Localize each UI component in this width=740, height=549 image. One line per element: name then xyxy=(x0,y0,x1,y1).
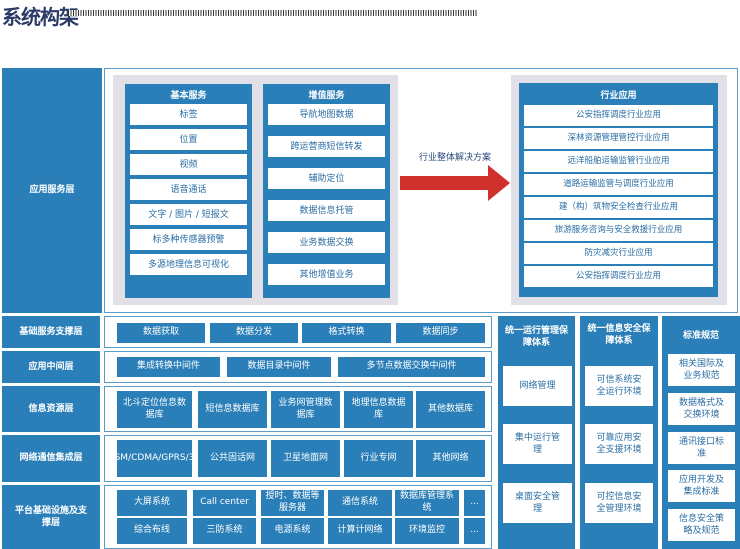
standard-item: 通讯接口标准 xyxy=(668,432,735,464)
basic-service-item: 位置 xyxy=(130,129,247,151)
ops-title: 统一运行管理保障体系 xyxy=(504,326,568,349)
platform-item: ... xyxy=(464,490,485,516)
info-resource-item: 其他数据库 xyxy=(416,391,485,428)
platform-item: 三防系统 xyxy=(193,518,256,544)
basic-service-item: 语音通话 xyxy=(130,179,247,201)
security-title: 统一信息安全保障体系 xyxy=(587,324,651,347)
value-service-item: 其他增值业务 xyxy=(268,264,385,286)
value-service-item: 数据信息托管 xyxy=(268,200,385,222)
ops-item: 网络管理 xyxy=(503,366,572,406)
security-item: 可信系统安全运行环境 xyxy=(585,366,653,406)
platform-item: 电源系统 xyxy=(261,518,324,544)
security-item: 可控信息安全管理环境 xyxy=(585,483,653,523)
middleware-item: 集成转换中间件 xyxy=(117,357,220,377)
standards-title: 标准规范 xyxy=(682,331,719,341)
industry-title: 行业应用 xyxy=(600,91,637,101)
industry-app-item: 公安指挥调度行业应用 xyxy=(524,105,713,127)
support-item: 数据同步 xyxy=(396,323,485,343)
industry-app-item: 防灾减灾行业应用 xyxy=(524,243,713,265)
platform-item: 数据库管理系统 xyxy=(395,490,459,516)
platform-item: 授时、数据等服务器 xyxy=(261,490,324,516)
basic-service-item: 多源地理信息可视化 xyxy=(130,254,247,276)
platform-item: Call center xyxy=(193,490,256,516)
basic-service-item: 视频 xyxy=(130,154,247,176)
platform-item: 综合布线 xyxy=(117,518,187,544)
layer-label-network: 网络通信集成层 xyxy=(2,435,100,482)
industry-app-item: 公安指挥调度行业应用 xyxy=(524,266,713,288)
standard-item: 数据格式及交换环境 xyxy=(668,393,735,425)
info-resource-item: 短信息数据库 xyxy=(198,391,267,428)
info-resource-item: 北斗定位信息数据库 xyxy=(117,391,192,428)
platform-item: 通信系统 xyxy=(328,490,392,516)
support-item: 数据分发 xyxy=(210,323,298,343)
value-service-item: 业务数据交换 xyxy=(268,232,385,254)
layer-label-app: 应用服务层 xyxy=(2,68,102,313)
support-item: 格式转换 xyxy=(302,323,391,343)
standard-item: 应用开发及集成标准 xyxy=(668,470,735,502)
layer-label-platform: 平台基础设施及支撑层 xyxy=(2,485,100,549)
value-service-item: 辅助定位 xyxy=(268,168,385,190)
basic-service-item: 标多种传感器预警 xyxy=(130,229,247,251)
title-decoration xyxy=(68,10,478,16)
network-item: 其他网络 xyxy=(416,440,485,477)
platform-item: 环境监控 xyxy=(395,518,459,544)
page-title: 系统构架 xyxy=(2,5,79,29)
industry-app-item: 远洋船舶运输监管行业应用 xyxy=(524,151,713,173)
ops-item: 集中运行管理 xyxy=(503,424,572,464)
value-service-item: 跨运营商短信转发 xyxy=(268,136,385,158)
middleware-item: 数据目录中间件 xyxy=(227,357,331,377)
support-item: 数据获取 xyxy=(117,323,205,343)
arrow-right-icon xyxy=(400,165,510,201)
platform-item: 计算计网络 xyxy=(328,518,392,544)
standard-item: 信息安全策略及规范 xyxy=(668,509,735,541)
value-services-title: 增值服务 xyxy=(308,91,345,101)
network-item: 公共固话网 xyxy=(198,440,267,477)
standard-item: 相关国际及业务规范 xyxy=(668,354,735,386)
value-service-item: 导航地图数据 xyxy=(268,104,385,126)
industry-app-item: 旅游服务咨询与安全救援行业应用 xyxy=(524,220,713,242)
layer-label-middleware: 应用中间层 xyxy=(2,351,100,383)
industry-app-item: 建（构）筑物安全检查行业应用 xyxy=(524,197,713,219)
industry-apps: 行业应用 公安指挥调度行业应用深林资源管理管控行业应用远洋船舶运输监管行业应用道… xyxy=(519,83,718,297)
industry-app-item: 道路运输监管与调度行业应用 xyxy=(524,174,713,196)
info-resource-item: 地理信息数据库 xyxy=(344,391,413,428)
layer-label-info: 信息资源层 xyxy=(2,386,100,432)
network-item: GSM/CDMA/GPRS/3G xyxy=(108,440,201,477)
platform-item: 大屏系统 xyxy=(117,490,187,516)
basic-services: 基本服务 标签位置视频语音通话文字 / 图片 / 短报文标多种传感器预警多源地理… xyxy=(125,84,252,298)
info-resource-item: 业务网管理数据库 xyxy=(271,391,340,428)
platform-item: ... xyxy=(464,518,485,544)
layer-label-support: 基础服务支撑层 xyxy=(2,316,100,348)
value-services: 增值服务 导航地图数据跨运营商短信转发辅助定位数据信息托管业务数据交换其他增值业… xyxy=(263,84,390,298)
network-item: 行业专网 xyxy=(344,440,413,477)
arrow-label: 行业整体解决方案 xyxy=(418,153,491,163)
industry-app-item: 深林资源管理管控行业应用 xyxy=(524,128,713,150)
network-item: 卫星地面网 xyxy=(271,440,340,477)
ops-item: 桌面安全管理 xyxy=(503,483,572,523)
basic-service-item: 文字 / 图片 / 短报文 xyxy=(130,204,247,226)
basic-service-item: 标签 xyxy=(130,104,247,126)
middleware-item: 多节点数据交换中间件 xyxy=(338,357,485,377)
security-item: 可靠应用安全支援环境 xyxy=(585,424,653,464)
basic-services-title: 基本服务 xyxy=(170,91,207,101)
